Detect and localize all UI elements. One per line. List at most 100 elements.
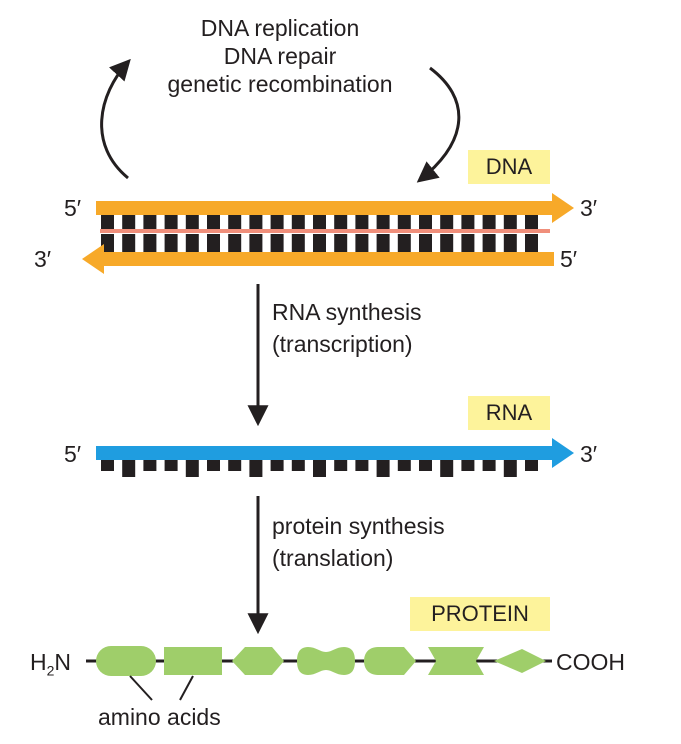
dna-top-strand [96,193,574,223]
amino-acids-pointer [129,675,153,701]
rna-3prime: 3′ [580,441,598,467]
amino-acid [164,647,222,675]
rna-base [376,459,390,477]
amino-acid [428,647,484,675]
dna-base [355,214,369,229]
rna-base [164,459,178,471]
dna-base [525,234,538,252]
dna-base [270,214,284,229]
translation-label-line2: (translation) [272,545,394,571]
dna-base [185,214,199,229]
dna-base [482,234,496,252]
rna-base [122,459,136,477]
rna-base [482,459,496,471]
rna-base [270,459,284,471]
dna-bottom-strand [82,244,554,274]
dna-base [122,214,136,229]
dna-base [207,234,220,252]
process-replication: DNA replication [200,15,360,41]
dna-base [270,234,284,252]
dna-base [101,234,114,252]
dna-base [228,234,242,252]
rna-base [334,459,348,471]
transcription-label-line2: (transcription) [272,331,413,357]
transcription-label-line1: RNA synthesis [272,299,422,325]
dna-top-5prime: 5′ [64,195,82,221]
replication-loop-arrow-left [100,58,131,180]
dna-processes-list: DNA replication DNA repair genetic recom… [130,14,430,98]
dna-base [355,234,369,252]
dna-base [376,214,390,229]
dna-base [334,214,348,229]
dna-base [440,214,454,229]
dna-base [101,214,114,229]
dna-base [503,214,517,229]
rna-base [503,459,517,477]
dna-base [397,234,411,252]
dna-bottom-5prime: 5′ [560,246,578,272]
dna-base [313,214,326,229]
amino-acid [297,647,355,675]
dna-bottom-3prime: 3′ [34,246,52,272]
dna-base [122,234,136,252]
amino-acid [364,647,416,675]
dna-base [249,214,263,229]
dna-base [334,234,348,252]
protein-label: PROTEIN [410,597,550,631]
translation-label-line1: protein synthesis [272,513,445,539]
process-repair: DNA repair [223,43,337,69]
dna-base [440,234,454,252]
process-recombination: genetic recombination [167,71,393,97]
rna-base [143,459,157,471]
rna-base [249,459,263,477]
dna-base [291,214,305,229]
dna-base [143,214,157,229]
rna-base [313,459,326,477]
rna-base [419,459,432,471]
rna-base [440,459,454,477]
dna-base [164,214,178,229]
dna-top-3prime: 3′ [580,195,598,221]
amino-acid [96,646,156,676]
dna-base [461,214,475,229]
dna-base-pairs [100,214,550,252]
rna-base [228,459,242,471]
n-terminus: H2N [30,649,72,679]
amino-acid [494,649,546,673]
dna-base [291,234,305,252]
dna-base [164,234,178,252]
dna-base [185,234,199,252]
dna-label: DNA [468,150,550,184]
replication-loop-arrow-right [416,66,461,183]
rna-strand [96,438,574,468]
amino-acid [232,647,284,675]
dna-base [503,234,517,252]
amino-acids-label: amino acids [98,704,221,730]
rna-base [291,459,305,471]
dna-base [482,214,496,229]
dna-base [461,234,475,252]
dna-base [207,214,220,229]
rna-base [355,459,369,471]
c-terminus: COOH [556,649,625,675]
rna-bases [101,459,538,477]
dna-base [228,214,242,229]
rna-label: RNA [468,396,550,430]
dna-base [376,234,390,252]
dna-base [525,214,538,229]
dna-base [419,214,432,229]
rna-base [461,459,475,471]
rna-5prime: 5′ [64,441,82,467]
rna-base [525,459,538,471]
dna-hydrogen-bond-line [100,229,550,233]
rna-base [101,459,114,471]
dna-base [397,214,411,229]
amino-acids-pointer [179,675,194,701]
rna-base [207,459,220,471]
rna-base [397,459,411,471]
rna-base [185,459,199,477]
dna-base [419,234,432,252]
dna-base [143,234,157,252]
dna-base [313,234,326,252]
